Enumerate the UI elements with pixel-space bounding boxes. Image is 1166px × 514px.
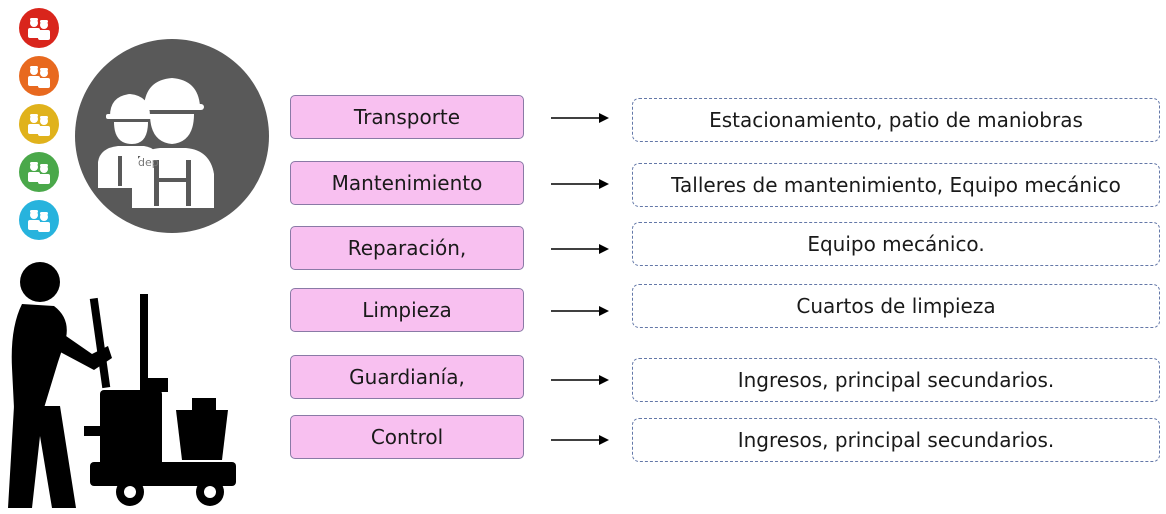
- label-box: Guardianía,: [290, 355, 524, 399]
- worker-pair-green-icon: [19, 152, 59, 192]
- description-box: Ingresos, principal secundarios.: [632, 418, 1160, 462]
- description-box: Equipo mecánico.: [632, 222, 1160, 266]
- label-box: Transporte: [290, 95, 524, 139]
- worker-pair-yellow-icon: [19, 104, 59, 144]
- row-control: Control Ingresos, principal secundarios.: [0, 415, 1166, 465]
- arrow-right-icon: [551, 179, 609, 189]
- worker-icon-column: [0, 0, 70, 250]
- arrow-right-icon: [551, 375, 609, 385]
- row-transporte: Transporte Estacionamiento, patio de man…: [0, 95, 1166, 145]
- row-guardiania: Guardianía, Ingresos, principal secundar…: [0, 355, 1166, 405]
- row-limpieza: Limpieza Cuartos de limpieza: [0, 284, 1166, 338]
- arrow-right-icon: [551, 113, 609, 123]
- janitor-cart-icon: [0, 258, 250, 510]
- label-box: Mantenimiento: [290, 161, 524, 205]
- watermark: dep: [138, 156, 159, 169]
- arrow-right-icon: [551, 244, 609, 254]
- row-reparacion: Reparación, Equipo mecánico.: [0, 222, 1166, 276]
- label-box: Reparación,: [290, 226, 524, 270]
- label-box: Limpieza: [290, 288, 524, 332]
- worker-pair-red-icon: [19, 8, 59, 48]
- description-box: Ingresos, principal secundarios.: [632, 358, 1160, 402]
- arrow-right-icon: [551, 306, 609, 316]
- row-mantenimiento: Mantenimiento Talleres de mantenimiento,…: [0, 161, 1166, 211]
- worker-pair-orange-icon: [19, 56, 59, 96]
- label-box: Control: [290, 415, 524, 459]
- description-box: Cuartos de limpieza: [632, 284, 1160, 328]
- arrow-right-icon: [551, 435, 609, 445]
- description-box: Talleres de mantenimiento, Equipo mecáni…: [632, 163, 1160, 207]
- workers-large-icon: dep: [74, 38, 270, 234]
- worker-pair-blue-icon: [19, 200, 59, 240]
- description-box: Estacionamiento, patio de maniobras: [632, 98, 1160, 142]
